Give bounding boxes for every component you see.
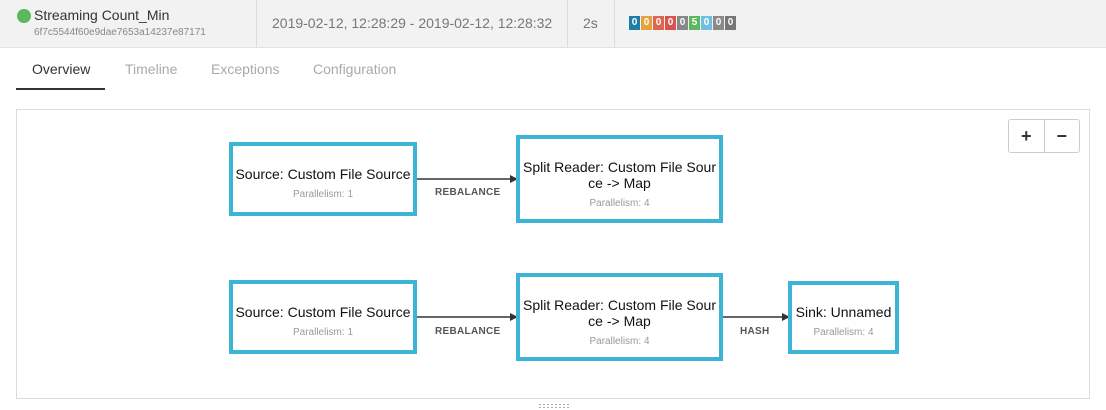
job-tabs: Overview Timeline Exceptions Configurati… — [0, 48, 1106, 90]
task-count-badge: 0 — [665, 16, 676, 30]
node-parallelism: Parallelism: 1 — [292, 327, 354, 338]
zoom-out-button[interactable]: − — [1056, 125, 1067, 146]
header-divider — [614, 0, 615, 47]
node-parallelism: Parallelism: 4 — [589, 198, 650, 209]
node-title-line: ce -> Map — [588, 175, 651, 191]
graph-node-split-reader[interactable]: Split Reader: Custom File Sour ce -> Map… — [516, 273, 723, 361]
task-count-badge: 0 — [653, 16, 664, 30]
edge-label: HASH — [740, 326, 770, 337]
zoom-controls: + − — [1008, 119, 1080, 153]
graph-node-split-reader[interactable]: Split Reader: Custom File Sour ce -> Map… — [516, 135, 723, 223]
task-count-badge: 0 — [713, 16, 724, 30]
edge-label: REBALANCE — [435, 187, 501, 198]
node-title: Sink: Unnamed — [795, 304, 892, 320]
node-title-line: Split Reader: Custom File Sour — [523, 297, 716, 313]
header-divider — [256, 0, 257, 47]
task-count-badge: 0 — [725, 16, 736, 30]
job-header: Streaming Count_Min 6f7c5544f60e9dae7653… — [0, 0, 1106, 48]
graph-node-source[interactable]: Source: Custom File Source Parallelism: … — [229, 280, 417, 354]
running-status-icon — [17, 9, 31, 23]
header-divider — [567, 0, 568, 47]
resize-handle[interactable] — [538, 403, 570, 408]
job-name: Streaming Count_Min — [34, 7, 170, 23]
job-time-range: 2019-02-12, 12:28:29 - 2019-02-12, 12:28… — [272, 15, 553, 31]
task-count-badge: 0 — [677, 16, 688, 30]
graph-node-sink[interactable]: Sink: Unnamed Parallelism: 4 — [788, 281, 899, 354]
edge-label: REBALANCE — [435, 326, 501, 337]
node-title-line: ce -> Map — [588, 313, 651, 329]
task-count-badge: 5 — [689, 16, 700, 30]
active-tab-indicator — [16, 88, 105, 90]
node-parallelism: Parallelism: 4 — [589, 336, 650, 347]
tab-overview[interactable]: Overview — [32, 61, 91, 77]
graph-node-source[interactable]: Source: Custom File Source Parallelism: … — [229, 142, 417, 216]
job-duration: 2s — [583, 15, 598, 31]
node-parallelism: Parallelism: 1 — [292, 189, 354, 200]
node-title: Source: Custom File Source — [235, 166, 411, 182]
task-count-badge: 0 — [629, 16, 640, 30]
task-count-badge: 0 — [701, 16, 712, 30]
job-info: Streaming Count_Min 6f7c5544f60e9dae7653… — [0, 0, 256, 47]
tab-timeline[interactable]: Timeline — [125, 61, 178, 77]
node-title-line: Split Reader: Custom File Sour — [523, 159, 716, 175]
tab-configuration[interactable]: Configuration — [313, 61, 397, 77]
node-parallelism: Parallelism: 4 — [813, 327, 874, 338]
task-count-badge: 0 — [641, 16, 652, 30]
zoom-in-button[interactable]: + — [1009, 120, 1045, 152]
tab-exceptions[interactable]: Exceptions — [211, 61, 280, 77]
node-title: Source: Custom File Source — [235, 304, 411, 320]
job-id: 6f7c5544f60e9dae7653a14237e87171 — [34, 27, 206, 38]
